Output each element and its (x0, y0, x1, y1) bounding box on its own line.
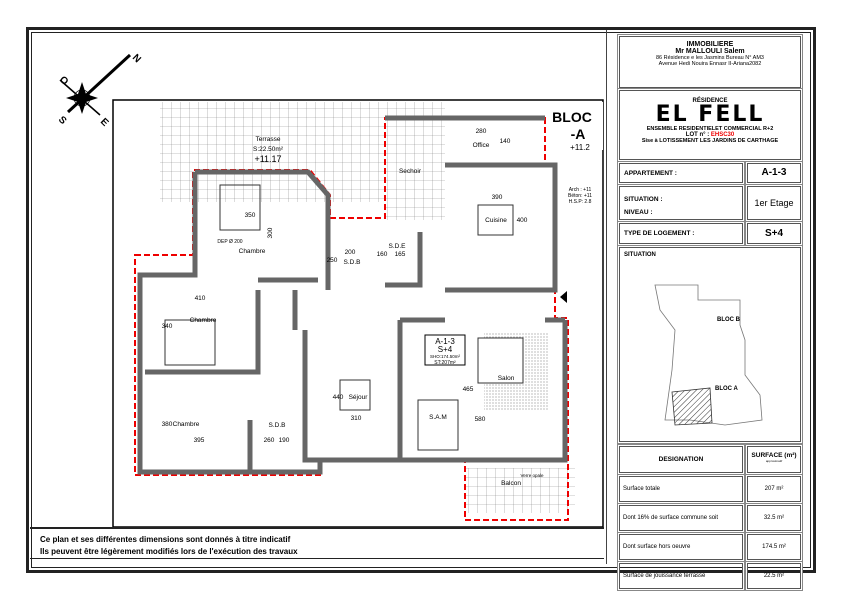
chambre2-label: Chambre (190, 317, 217, 324)
sejour-label: Séjour (349, 394, 369, 401)
chambre3-label: Chambre (173, 421, 200, 428)
owner-name: Mr MALLOULI Salem (675, 48, 745, 55)
drawing-frame (26, 27, 816, 573)
salon-width: 580 (475, 416, 486, 423)
residence-box: RÉSIDENCE EL FELL ENSEMBLE RESIDENTIELET… (619, 90, 801, 160)
surface-row-label: Dont surface hors oeuvre (619, 534, 743, 560)
sechoir-label: Sechoir (399, 168, 422, 175)
office-label: Office (473, 142, 490, 149)
note-line2: Ils peuvent être légèrement modifiés lor… (40, 547, 298, 556)
surface-row-value: 174.5 m² (747, 534, 801, 560)
surface-row-label: Dont 16% de surface commune soit (619, 505, 743, 531)
owner-box: IMMOBILIERE Mr MALLOULI Salem 86 Résiden… (619, 36, 801, 88)
chambre2-width: 410 (195, 295, 206, 302)
disclaimer-note: Ce plan et ses différentes dimensions so… (40, 534, 298, 558)
stamp-sho: SHO:174.50m² (430, 354, 461, 359)
residence-subtitle: ENSEMBLE RESIDENTIELET COMMERCIAL R+2 (646, 126, 774, 132)
type-label: TYPE DE LOGEMENT : (619, 223, 743, 244)
chambre3-height: 380 (162, 421, 173, 428)
chambre2-height: 340 (162, 323, 173, 330)
sdb1-width: 200 (345, 249, 356, 256)
situation-bloc-b: BLOC B (717, 317, 741, 323)
compass-s: S (56, 114, 69, 127)
terrasse-label: Terrasse (256, 136, 281, 143)
sejour-height: 440 (333, 394, 344, 401)
appartement-value: A-1-3 (747, 163, 801, 183)
bloc-level: +11.2 (570, 143, 590, 152)
sde-label: S.D.E (389, 243, 407, 250)
stamp-apartment: A-1-3 (435, 337, 455, 346)
sdb2-height: 260 (264, 437, 275, 444)
sde-height: 160 (377, 251, 388, 258)
cuisine-height: 400 (517, 217, 528, 224)
bottom-divider (30, 558, 604, 559)
hsp-level: H.S.P: 2.8 (569, 199, 592, 205)
sam-label: S.A.M (429, 414, 447, 421)
situation-niveau-label: SITUATION : NIVEAU : (619, 186, 743, 220)
compass-n: N (130, 52, 143, 65)
residence-location: Sise à LOTISSEMENT LES JARDINS DE CARTHA… (641, 138, 779, 144)
chambre1-label: Chambre (239, 248, 266, 255)
entry-arrow-icon (560, 291, 567, 303)
surface-subheader: approximatif (765, 459, 783, 463)
stamp-st: ST:207m² (434, 360, 456, 366)
sejour-width: 310 (351, 415, 362, 422)
bloc-label: BLOC (552, 109, 592, 125)
chambre1-height: 300 (267, 227, 274, 238)
lot-value: EHSC30 (710, 132, 735, 138)
situation-bloc-a: BLOC A (715, 386, 738, 392)
surface-row-value: 22.5 m² (747, 563, 801, 589)
sdb1-label: S.D.B (344, 259, 361, 266)
arch-level: Arch : +11 (569, 187, 592, 193)
designation-header: DESIGNATION (619, 446, 743, 473)
title-block: IMMOBILIERE Mr MALLOULI Salem 86 Résiden… (606, 30, 807, 589)
note-line1: Ce plan et ses différentes dimensions so… (40, 535, 291, 544)
address-line1: 86 Résidence e les Jasmins Bureau N° AM3 (656, 55, 764, 61)
note-divider (30, 527, 604, 529)
terrasse-level: +11.17 (254, 154, 281, 164)
surface-row-value: 207 m² (747, 476, 801, 502)
compass-e: E (98, 116, 111, 129)
lot-label: LOT n° : (685, 132, 711, 138)
cuisine-label: Cuisine (485, 217, 507, 224)
surface-row-label: Surface de jouissance terrasse (619, 563, 743, 589)
surface-row-label: Surface totale (619, 476, 743, 502)
type-value: S+4 (747, 223, 801, 244)
office-width: 280 (476, 128, 487, 135)
bloc-letter: -A (571, 126, 586, 142)
sdb2-label: S.D.B (269, 422, 286, 429)
company-name: IMMOBILIERE (686, 41, 734, 48)
cuisine-width: 390 (492, 194, 503, 201)
terrasse-surface: S:22.50m² (253, 146, 284, 153)
dep-label: DEP Ø 200 (217, 239, 242, 245)
salon-label: Salon (498, 375, 515, 382)
situation-map-box: SITUATION (619, 247, 801, 442)
office-height: 140 (500, 138, 511, 145)
situation-map-label: SITUATION (624, 252, 656, 258)
sde-width: 165 (395, 251, 406, 258)
situation-label: SITUATION : (624, 196, 663, 203)
chambre1-width: 350 (245, 212, 256, 219)
address-line2: Avenue Hedi Nouira Ennasr II-Ariana2082 (658, 61, 762, 67)
chambre3-width: 395 (194, 437, 205, 444)
residence-label: RÉSIDENCE (692, 98, 728, 104)
compass-o: O (57, 74, 70, 87)
surface-header: SURFACE (m²) (751, 452, 797, 459)
compass-rose-icon: N O S E (56, 52, 143, 129)
niveau-label: NIVEAU : (624, 209, 653, 216)
appartement-label: APPARTEMENT : (619, 163, 743, 183)
surface-header-cell: SURFACE (m²) approximatif (747, 446, 801, 473)
surface-row-value: 32.5 m² (747, 505, 801, 531)
balcon-label: Balcon (501, 480, 521, 487)
residence-name: EL FELL (655, 102, 765, 127)
sdb1-height: 250 (327, 257, 338, 264)
stamp-type: S+4 (438, 345, 453, 354)
niveau-value: 1er Etage (747, 186, 801, 220)
beton-level: Béton: +11 (568, 193, 592, 199)
salon-height: 465 (463, 386, 474, 393)
verre-label: Verre opale (520, 473, 544, 478)
sdb2-width: 190 (279, 437, 290, 444)
